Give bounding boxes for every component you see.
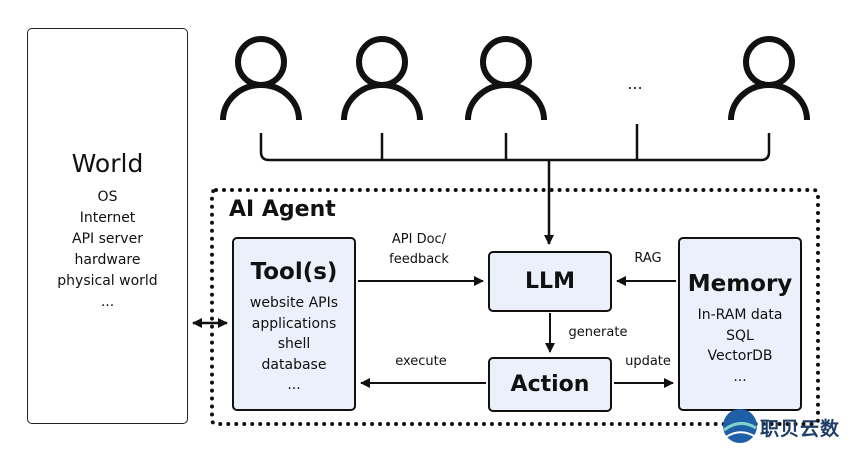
user-icon bbox=[465, 36, 547, 121]
tools-item: database bbox=[261, 356, 327, 373]
world-item: OS bbox=[97, 189, 118, 205]
memory-item: ... bbox=[733, 368, 747, 385]
watermark-logo-icon bbox=[723, 409, 757, 443]
llm-title: LLM bbox=[525, 269, 575, 294]
action-box: Action bbox=[488, 357, 612, 412]
tools-item: website APIs bbox=[249, 295, 339, 311]
tools-item: ... bbox=[287, 377, 301, 393]
tools-box: Tool(s) website APIs applications shell … bbox=[232, 237, 356, 411]
memory-item: In-RAM data bbox=[697, 307, 783, 323]
world-panel bbox=[27, 28, 188, 424]
memory-title: Memory bbox=[687, 271, 793, 297]
action-title: Action bbox=[510, 372, 590, 397]
world-item: hardware bbox=[74, 252, 141, 268]
tools-item: shell bbox=[277, 336, 311, 352]
world-item: Internet bbox=[79, 210, 136, 226]
api-doc-label-line: API Doc/ bbox=[391, 232, 447, 247]
world-item: API server bbox=[72, 231, 143, 247]
api-doc-label-line: feedback bbox=[389, 252, 449, 267]
ai-agent-frame bbox=[210, 188, 820, 426]
user-icon bbox=[728, 36, 810, 121]
rag-label: RAG bbox=[634, 251, 662, 266]
llm-box: LLM bbox=[488, 251, 612, 312]
tools-item: applications bbox=[251, 315, 337, 332]
world-title: World bbox=[71, 149, 144, 178]
tools-title: Tool(s) bbox=[250, 259, 338, 285]
world-item: ... bbox=[100, 294, 115, 310]
memory-item: VectorDB bbox=[707, 348, 773, 364]
api-doc-label: API Doc/ feedback bbox=[374, 230, 464, 270]
update-label: update bbox=[625, 354, 671, 369]
world-items: OS Internet API server hardware physical… bbox=[27, 187, 188, 313]
generate-label: generate bbox=[568, 325, 628, 340]
users-ellipsis: ... bbox=[627, 74, 643, 93]
execute-label: execute bbox=[395, 354, 447, 369]
memory-items: In-RAM data SQL VectorDB ... bbox=[680, 305, 800, 387]
watermark-text: 职贝云数 bbox=[760, 418, 841, 440]
user-icon bbox=[220, 36, 302, 121]
memory-item: SQL bbox=[726, 327, 754, 344]
user-icon bbox=[341, 36, 423, 121]
tools-items: website APIs applications shell database… bbox=[234, 293, 354, 396]
users-connector bbox=[259, 124, 771, 245]
memory-box: Memory In-RAM data SQL VectorDB ... bbox=[678, 237, 802, 411]
world-item: physical world bbox=[57, 273, 158, 289]
ai-agent-title: AI Agent bbox=[229, 197, 336, 222]
